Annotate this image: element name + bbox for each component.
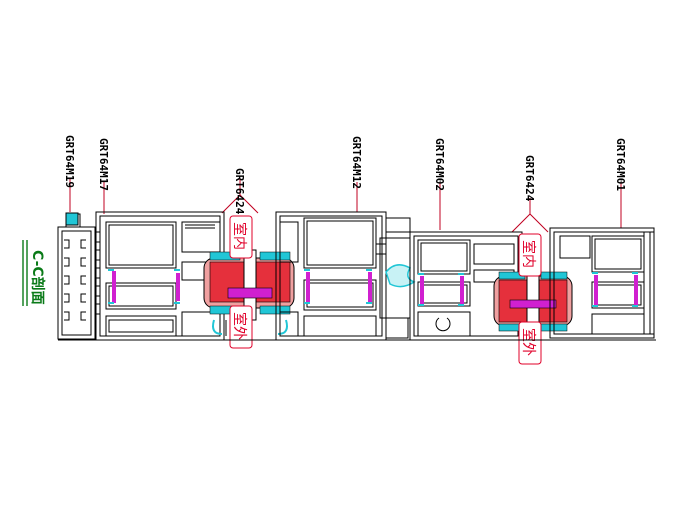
part-label-7: GRT64M01 bbox=[614, 138, 627, 191]
sash-profile-2 bbox=[275, 211, 411, 341]
part-label-5: GRT64M02 bbox=[433, 138, 446, 191]
glazing-beads bbox=[108, 269, 638, 307]
interlock-2 bbox=[493, 267, 573, 335]
part-label-6: GRT6424 bbox=[523, 155, 536, 202]
part-label-4: GRT64M12 bbox=[350, 136, 363, 189]
sash-profile-4 bbox=[549, 227, 655, 339]
leader-lines bbox=[69, 178, 622, 233]
outdoor-tag-2-text: 室外 bbox=[520, 328, 537, 356]
indoor-tag-2-text: 室内 bbox=[520, 240, 537, 268]
part-labels: GRT64M19 GRT64M17 GRT6424 GRT64M12 GRT64… bbox=[63, 135, 627, 215]
center-mullion bbox=[379, 237, 416, 339]
interlock-1 bbox=[203, 249, 295, 336]
section-label: C-C剖面 bbox=[29, 250, 46, 305]
outdoor-tag-1-text: 室外 bbox=[231, 312, 248, 340]
gaskets bbox=[112, 271, 638, 305]
indoor-tag-2 bbox=[518, 233, 542, 277]
indoor-tag-1-text: 室内 bbox=[231, 222, 248, 250]
part-label-3: GRT6424 bbox=[233, 168, 246, 215]
part-label-2: GRT64M17 bbox=[97, 138, 110, 191]
outdoor-tag-1 bbox=[229, 305, 253, 349]
part-label-1: GRT64M19 bbox=[63, 135, 76, 188]
left-jamb-profile bbox=[57, 212, 96, 340]
section-title: C-C剖面 bbox=[22, 240, 46, 306]
indoor-outdoor-tags: 室内 室外 室内 室外 bbox=[229, 215, 542, 365]
indoor-tag-1 bbox=[229, 215, 253, 259]
outdoor-tag-2 bbox=[518, 321, 542, 365]
